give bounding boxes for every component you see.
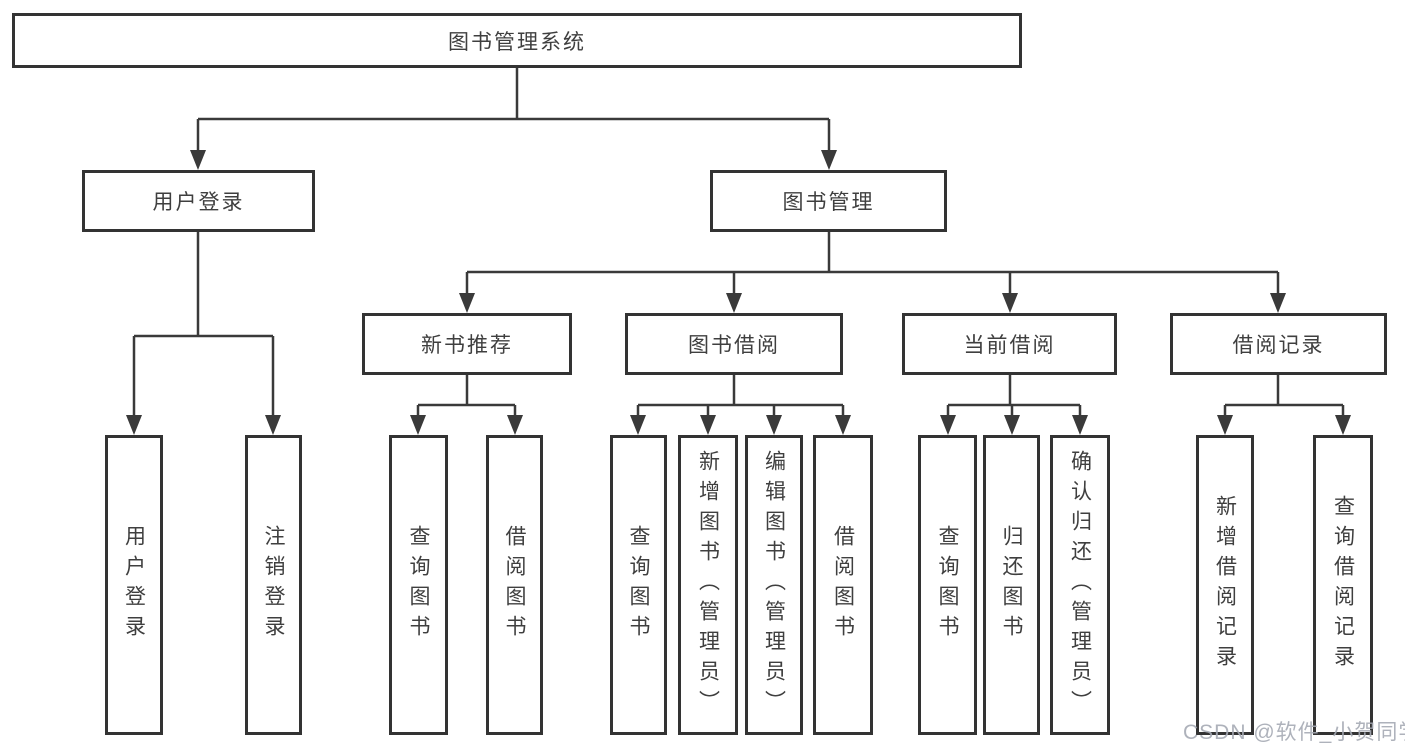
node-user-login: 用户登录 xyxy=(82,170,315,232)
leaf-return-books: 归还图书 xyxy=(983,435,1040,735)
leaf-query-books-recommend: 查询图书 xyxy=(389,435,448,735)
node-current-borrowing: 当前借阅 xyxy=(902,313,1117,375)
node-borrow-records-label: 借阅记录 xyxy=(1232,334,1325,357)
node-book-management-label: 图书管理 xyxy=(782,191,875,214)
leaf-query-borrow-record-label: 查询借阅记录 xyxy=(1331,495,1355,675)
node-book-borrowing: 图书借阅 xyxy=(625,313,843,375)
leaf-query-books-current-label: 查询图书 xyxy=(936,525,959,645)
leaf-confirm-return-admin: 确认归还（管理员） xyxy=(1050,435,1110,735)
node-book-management: 图书管理 xyxy=(710,170,947,232)
leaf-borrow-books-recommend: 借阅图书 xyxy=(486,435,543,735)
leaf-logout-label: 注销登录 xyxy=(262,525,285,645)
leaf-query-books-borrowing: 查询图书 xyxy=(610,435,667,735)
leaf-borrow-books: 借阅图书 xyxy=(813,435,873,735)
leaf-borrow-books-recommend-label: 借阅图书 xyxy=(503,525,526,645)
node-user-login-label: 用户登录 xyxy=(152,191,245,214)
node-new-book-recommend-label: 新书推荐 xyxy=(421,334,513,357)
leaf-confirm-return-admin-label: 确认归还（管理员） xyxy=(1068,450,1092,720)
leaf-query-borrow-record: 查询借阅记录 xyxy=(1313,435,1373,735)
leaf-add-books-admin: 新增图书（管理员） xyxy=(678,435,738,735)
csdn-watermark: CSDN @软件_小贺同学 xyxy=(1183,721,1405,744)
node-root: 图书管理系统 xyxy=(12,13,1022,68)
leaf-return-books-label: 归还图书 xyxy=(1000,525,1023,645)
arrowheads xyxy=(126,150,1351,435)
leaf-user-login-label: 用户登录 xyxy=(122,525,146,645)
node-new-book-recommend: 新书推荐 xyxy=(362,313,572,375)
node-book-borrowing-label: 图书借阅 xyxy=(688,334,780,357)
leaf-query-books-current: 查询图书 xyxy=(918,435,977,735)
leaf-add-borrow-record-label: 新增借阅记录 xyxy=(1213,495,1237,675)
leaf-borrow-books-label: 借阅图书 xyxy=(831,525,855,645)
node-current-borrowing-label: 当前借阅 xyxy=(963,334,1056,357)
node-root-label: 图书管理系统 xyxy=(448,30,586,54)
leaf-edit-books-admin: 编辑图书（管理员） xyxy=(745,435,803,735)
leaf-query-books-recommend-label: 查询图书 xyxy=(407,525,430,645)
leaf-query-books-borrowing-label: 查询图书 xyxy=(627,525,650,645)
leaf-add-books-admin-label: 新增图书（管理员） xyxy=(696,450,720,720)
leaf-user-login: 用户登录 xyxy=(105,435,163,735)
node-borrow-records: 借阅记录 xyxy=(1170,313,1387,375)
leaf-edit-books-admin-label: 编辑图书（管理员） xyxy=(762,450,786,720)
leaf-add-borrow-record: 新增借阅记录 xyxy=(1196,435,1254,735)
leaf-logout: 注销登录 xyxy=(245,435,302,735)
